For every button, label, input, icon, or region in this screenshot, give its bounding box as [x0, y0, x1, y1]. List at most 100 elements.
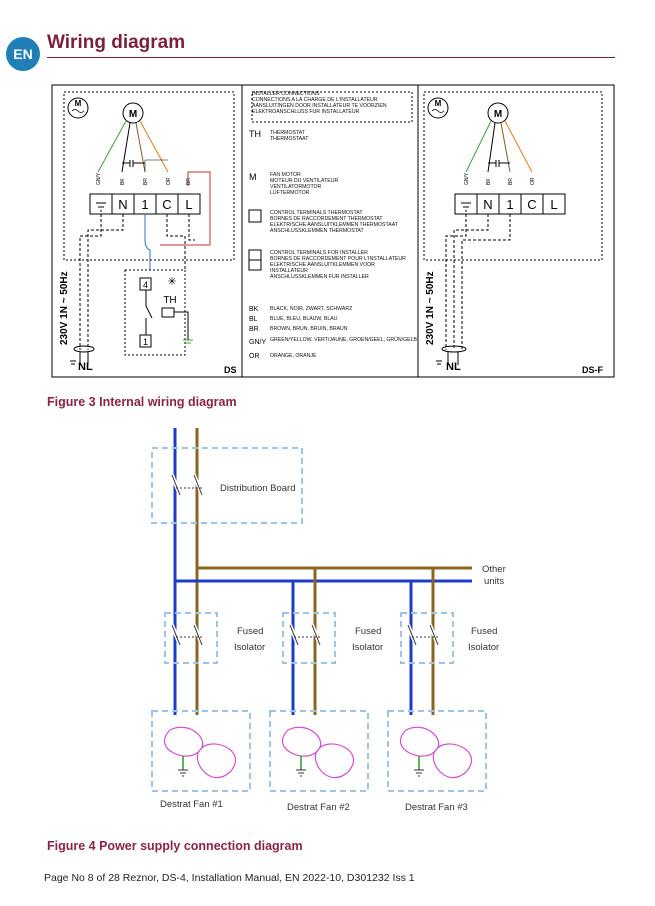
thermostat-label: TH [163, 295, 176, 306]
fan-motor-symbol [122, 102, 144, 124]
legend-ctrl-th-3: ELEKTRISCHE AANSLUITKLEMMEN THERMOSTAAT [270, 222, 399, 228]
wire-label-or: OR [166, 177, 172, 185]
terminal-1: 1 [141, 197, 148, 212]
terminal-n-f: N [483, 197, 492, 212]
isolator-3-label-2: Isolator [468, 642, 499, 653]
model-ds-label: DS [224, 365, 237, 375]
isolator-2 [282, 612, 336, 664]
wire-label-bk: BK [120, 178, 126, 185]
legend-color-code-gny: GN/Y [249, 339, 266, 346]
legend-installer-4: ELEKTROANSCHLUSS FUR INSTALLATEUR [252, 109, 360, 115]
legend-color-text-bk: BLACK, NOIR, ZWART, SCHWARZ [270, 306, 352, 312]
isolator-1 [164, 612, 218, 664]
legend-ctrl-in-2: BORNES DE RACCORDEMENT POUR L'INSTALLATE… [270, 256, 406, 262]
terminal-l-f: L [550, 197, 557, 212]
destrat-fan-1 [151, 710, 251, 792]
destrat-fan-2 [269, 710, 369, 792]
terminal-c-f: C [527, 197, 536, 212]
internal-wiring-diagram: M M GN/Y BK BR OR BR N 1 C L 4 ✳ TH [51, 84, 615, 378]
thermostat-box [124, 269, 186, 356]
figure4-caption: Figure 4 Power supply connection diagram [47, 839, 303, 853]
legend-ctrl-in-1: CONTROL TERMINALS FOR INSTALLER [270, 250, 368, 256]
fan-motor-letter-f: M [494, 109, 502, 120]
sun-icon: ✳ [167, 276, 176, 288]
other-units-label-1: Other [482, 564, 506, 575]
legend-th-code: TH [249, 129, 261, 139]
unit-boundary [63, 91, 235, 261]
isolator-1-label-2: Isolator [234, 642, 265, 653]
supply-nl-label: NL [78, 361, 93, 373]
isolator-2-label-1: Fused [355, 626, 381, 637]
wire-label-bk-f: BK [486, 178, 492, 185]
legend-thermostat-terminal-symbol [248, 209, 262, 223]
legend-ctrl-th-4: ANSCHLUSSKLEMMEN THERMOSTAT [270, 228, 365, 234]
isolator-3-label-1: Fused [471, 626, 497, 637]
language-badge: EN [6, 37, 40, 71]
figure3-frame [51, 84, 615, 378]
wire-label-br: BR [143, 178, 149, 185]
fan-motor-letter: M [129, 109, 137, 120]
motor-icon-letter-f: M [435, 99, 442, 108]
legend-installer-box [251, 91, 413, 123]
terminal-1-f: 1 [506, 197, 513, 212]
legend-m-1: FAN MOTOR [270, 172, 301, 178]
wiring-legend: INSTALLER CONNECTIONS CONNECTIONS A LA C… [248, 91, 417, 360]
legend-installer-3: AANSLUITINGEN DOOR INSTALLATEUR TE VOORZ… [252, 103, 387, 109]
distribution-board-label: Distribution Board [220, 483, 296, 494]
page-title: Wiring diagram [47, 32, 186, 53]
fan-1-label: Destrat Fan #1 [160, 799, 223, 810]
wire-label-br2: BR [186, 178, 192, 185]
legend-color-text-or: ORANGE, ORANJE [270, 353, 317, 359]
isolator-2-label-2: Isolator [352, 642, 383, 653]
page-footer: Page No 8 of 28 Reznor, DS-4, Installati… [44, 872, 415, 884]
isolator-3 [400, 612, 454, 664]
thermostat-terminal-4: 4 [143, 280, 148, 290]
motor-icon-letter: M [75, 99, 82, 108]
distribution-board-box [151, 447, 303, 524]
terminal-n: N [118, 197, 127, 212]
legend-color-code-br: BR [249, 326, 259, 333]
legend-color-text-br: BROWN, BRUN, BRUIN, BRAUN [270, 326, 348, 332]
legend-installer-2: CONNECTIONS A LA CHARGE DE L'INSTALLATEU… [252, 97, 378, 103]
legend-color-code-bk: BK [249, 306, 259, 313]
destrat-fan-3 [387, 710, 487, 792]
other-units-label-2: units [484, 576, 504, 587]
figure3-caption: Figure 3 Internal wiring diagram [47, 395, 237, 409]
wiring-panel-ds-f: M M GN/Y BK BR OR N 1 C L NL 230V 1N ~ 5… [423, 91, 603, 375]
fan-2-label: Destrat Fan #2 [287, 802, 350, 813]
motor-icon-small [67, 97, 89, 119]
wire-label-gny: GN/Y [96, 172, 102, 185]
legend-ctrl-th-2: BORNES DE RACCORDEMENT THERMOSTAT [270, 216, 383, 222]
legend-color-code-bl: BL [249, 316, 258, 323]
blue-link-wire [144, 214, 151, 270]
wire-label-or-f: OR [530, 177, 536, 185]
legend-m-2: MOTEUR DU VENTILATEUR [270, 178, 338, 184]
wire-label-gny-f: GN/Y [464, 172, 470, 185]
thermostat-terminal-1: 1 [143, 337, 148, 347]
supply-nl-label-f: NL [446, 361, 461, 373]
legend-installer-1: INSTALLER CONNECTIONS [252, 91, 320, 97]
legend-m-4: LÜFTERMOTOR [270, 189, 310, 196]
unit-boundary-f [423, 91, 603, 261]
wire-label-br-f: BR [508, 178, 514, 185]
supply-label-f: 230V 1N ~ 50Hz [425, 271, 436, 345]
wiring-panel-ds: M M GN/Y BK BR OR BR N 1 C L 4 ✳ TH [59, 91, 237, 375]
legend-th-1: THERMOSTAT [270, 130, 306, 136]
legend-ctrl-in-3: ELEKTRISCHE AANSLUITKLEMMEN VOOR [270, 262, 375, 268]
fan-motor-symbol-f [487, 102, 509, 124]
title-rule [47, 57, 615, 58]
legend-color-text-gny: GREEN/YELLOW, VERT/JAUNE, GROEN/GEEL, GR… [270, 336, 417, 343]
fan-3-label: Destrat Fan #3 [405, 802, 468, 813]
terminal-c: C [162, 197, 171, 212]
model-ds-f-label: DS-F [582, 365, 603, 375]
legend-ctrl-in-4: INSTALLATEUR [270, 268, 308, 274]
legend-m-3: VENTILATORMOTOR [270, 184, 322, 190]
thermostat-sensor-icon [161, 307, 175, 318]
motor-icon-small-f [427, 97, 449, 119]
legend-th-2: THERMOSTAAT [270, 136, 309, 142]
legend-color-text-bl: BLUE, BLEU, BLAUW, BLAU [270, 316, 338, 322]
legend-color-code-or: OR [249, 353, 260, 360]
legend-ctrl-in-5: ANSCHLUSSKLEMMEN FUR INSTALLER [270, 274, 369, 280]
isolator-1-label-1: Fused [237, 626, 263, 637]
supply-label: 230V 1N ~ 50Hz [59, 271, 70, 345]
